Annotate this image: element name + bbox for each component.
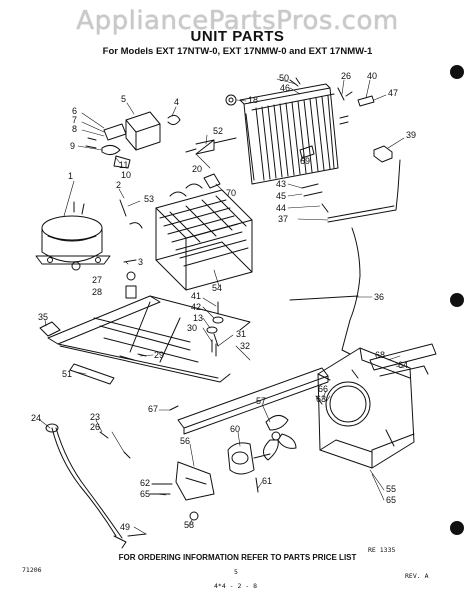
- callout-39: 39: [406, 130, 416, 140]
- callout-70: 70: [226, 188, 236, 198]
- page-number: 5: [234, 568, 238, 576]
- callout-8: 8: [72, 124, 77, 134]
- callout-23: 23: [90, 412, 100, 422]
- callout-40: 40: [367, 71, 377, 81]
- callout-2: 2: [116, 180, 121, 190]
- callout-18: 18: [248, 95, 258, 105]
- wiring-harness: [45, 423, 127, 549]
- callout-68: 68: [375, 350, 385, 360]
- callout-45: 45: [276, 191, 286, 201]
- callout-3: 3: [138, 257, 143, 267]
- callout-35: 35: [38, 312, 48, 322]
- callout-4: 4: [174, 97, 179, 107]
- callout-5: 5: [121, 94, 126, 104]
- callout-67: 67: [148, 404, 158, 414]
- callout-61: 61: [262, 476, 272, 486]
- callout-51: 51: [62, 369, 72, 379]
- callout-57: 57: [256, 396, 266, 406]
- bottom-code: 4*4 - 2 - 8: [214, 582, 258, 590]
- callout-26a: 26: [90, 422, 100, 432]
- callout-6: 6: [72, 106, 77, 116]
- callout-36: 36: [374, 292, 384, 302]
- callout-10: 10: [121, 170, 131, 180]
- callout-44: 44: [276, 203, 286, 213]
- callout-30: 30: [187, 323, 197, 333]
- binder-hole-middle: [450, 293, 464, 307]
- callout-50: 50: [279, 73, 289, 83]
- binder-hole-top: [450, 65, 464, 79]
- callout-60: 60: [230, 424, 240, 434]
- callout-11: 11: [119, 160, 128, 170]
- callout-20: 20: [192, 164, 202, 174]
- left-code: 71206: [22, 566, 42, 574]
- callout-29: 29: [154, 350, 164, 360]
- relay-assembly: [85, 111, 161, 169]
- callout-46: 46: [280, 83, 290, 93]
- callout-53: 53: [144, 194, 154, 204]
- callout-13: 13: [193, 313, 203, 323]
- callout-43: 43: [276, 179, 286, 189]
- callout-69: 69: [300, 156, 310, 166]
- fan-blade: [263, 415, 297, 461]
- callout-37: 37: [278, 214, 288, 224]
- callout-26b: 26: [341, 71, 351, 81]
- ordering-footer: FOR ORDERING INFORMATION REFER TO PARTS …: [118, 553, 357, 562]
- watermark-logo: AppliancePartsPros.com: [76, 6, 399, 36]
- revision-label: REV. A: [405, 572, 429, 580]
- base-frame: [47, 295, 251, 385]
- fan-motor: [227, 442, 271, 475]
- callout-55: 55: [386, 484, 396, 494]
- callout-66: 66: [318, 384, 328, 394]
- callout-56: 56: [180, 436, 190, 446]
- callout-28: 28: [92, 287, 102, 297]
- callout-27: 27: [92, 275, 102, 285]
- callout-62: 62: [140, 478, 150, 488]
- callout-9: 9: [70, 141, 75, 151]
- condenser: [239, 83, 339, 185]
- callout-65a: 65: [140, 489, 150, 499]
- callout-65b: 65: [386, 495, 396, 505]
- reference-code: RE 1335: [368, 546, 396, 554]
- callout-63: 63: [316, 394, 326, 404]
- callout-54: 54: [212, 283, 222, 293]
- page-subtitle: For Models EXT 17NTW-0, EXT 17NMW-0 and …: [102, 46, 373, 57]
- compressor: [35, 201, 111, 271]
- fan-shroud: [317, 347, 415, 469]
- callout-1: 1: [68, 171, 73, 181]
- callout-64: 64: [398, 360, 408, 370]
- page-title: UNIT PARTS: [190, 28, 285, 45]
- callout-52: 52: [213, 126, 223, 136]
- callout-32: 32: [240, 341, 250, 351]
- callout-7: 7: [72, 115, 77, 125]
- callout-31: 31: [236, 329, 246, 339]
- evaporator: [155, 183, 253, 291]
- callout-41: 41: [191, 291, 201, 301]
- callout-49: 49: [120, 522, 130, 532]
- binder-hole-bottom: [450, 521, 464, 535]
- callout-58: 58: [184, 520, 194, 530]
- filter-drier: [185, 137, 237, 155]
- callout-42: 42: [191, 302, 201, 312]
- callout-24: 24: [31, 413, 41, 423]
- callout-47: 47: [388, 88, 398, 98]
